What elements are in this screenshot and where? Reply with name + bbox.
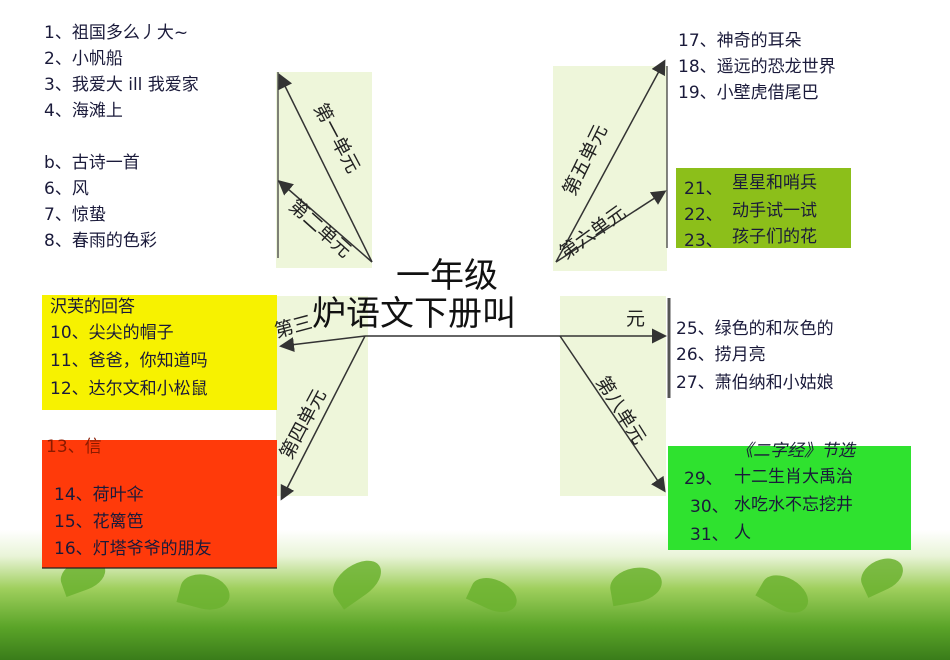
lesson-line: 十二生肖大禹治 <box>734 467 853 487</box>
arrow-unit5 <box>555 59 666 263</box>
arrow-unit6 <box>555 190 667 263</box>
arrow-unit8 <box>559 335 666 493</box>
panel-bottom-left <box>276 296 368 496</box>
arrow-unit3 <box>279 335 366 353</box>
lesson-item: 18、遥远的恐龙世界 <box>678 57 836 77</box>
lesson-item: 11、爸爸，你知道吗 <box>50 351 208 371</box>
lesson-item: 26、捞月亮 <box>676 345 766 365</box>
lesson-number: 22、 <box>684 205 723 225</box>
lesson-item: 15、花篱笆 <box>54 512 144 532</box>
lesson-title: 动手试一试 <box>732 201 817 221</box>
lesson-item: b、古诗一首 <box>44 153 140 173</box>
unit4-box <box>42 440 277 568</box>
lesson-title: 星星和哨兵 <box>732 173 817 193</box>
unit6-box <box>676 168 851 248</box>
lesson-item: 17、神奇的耳朵 <box>678 31 802 51</box>
lesson-item: 19、小壁虎借尾巴 <box>678 83 819 103</box>
lesson-item: 4、海滩上 <box>44 101 123 121</box>
lesson-number: 29、 <box>684 469 723 489</box>
lesson-item: 3、我爱大 ill 我爱家 <box>44 75 199 95</box>
lesson-line: 水吃水不忘挖井 <box>734 495 853 515</box>
lesson-line: 人 <box>734 523 751 543</box>
arrow-unit2 <box>277 180 373 263</box>
lesson-number: 31、 <box>690 525 729 545</box>
panel-bottom-right <box>560 296 666 496</box>
lesson-item: 27、萧伯纳和小姑娘 <box>676 373 834 393</box>
unit8-box <box>668 446 911 550</box>
lesson-number: 23、 <box>684 231 723 251</box>
unit3-box <box>42 295 277 410</box>
lesson-item: 25、绿色的和灰色的 <box>676 319 834 339</box>
title-grade: 一年级 <box>396 256 498 296</box>
arrow-unit4 <box>280 335 366 501</box>
unit-label-7: 元 <box>626 308 646 330</box>
lesson-item: 沢芙的回答 <box>50 297 135 317</box>
lesson-item: 10、尖尖的帽子 <box>50 323 174 343</box>
lesson-number: 30、 <box>690 497 729 517</box>
lesson-item: 7、惊蛰 <box>44 205 106 225</box>
panel-top-left <box>276 72 372 268</box>
lesson-item: 6、风 <box>44 179 89 199</box>
lesson-header: 《二字经》节选 <box>736 441 855 461</box>
lesson-item: 16、灯塔爷爷的朋友 <box>54 539 212 559</box>
lesson-item: 14、荷叶伞 <box>54 485 144 505</box>
panel-top-right <box>553 66 667 271</box>
title-book: 炉语文下册叫 <box>312 294 516 334</box>
lesson-item: 12、达尔文和小松鼠 <box>50 379 208 399</box>
lesson-title: 孩子们的花 <box>732 227 817 247</box>
lesson-number: 21、 <box>684 179 723 199</box>
lesson-item: 2、小帆船 <box>44 49 123 69</box>
arrow-unit1 <box>278 73 373 263</box>
lesson-item: 1、祖国多么丿大~ <box>44 23 189 43</box>
lesson-item: 8、春雨的色彩 <box>44 231 157 251</box>
lesson-item: 13、信 <box>46 437 102 457</box>
